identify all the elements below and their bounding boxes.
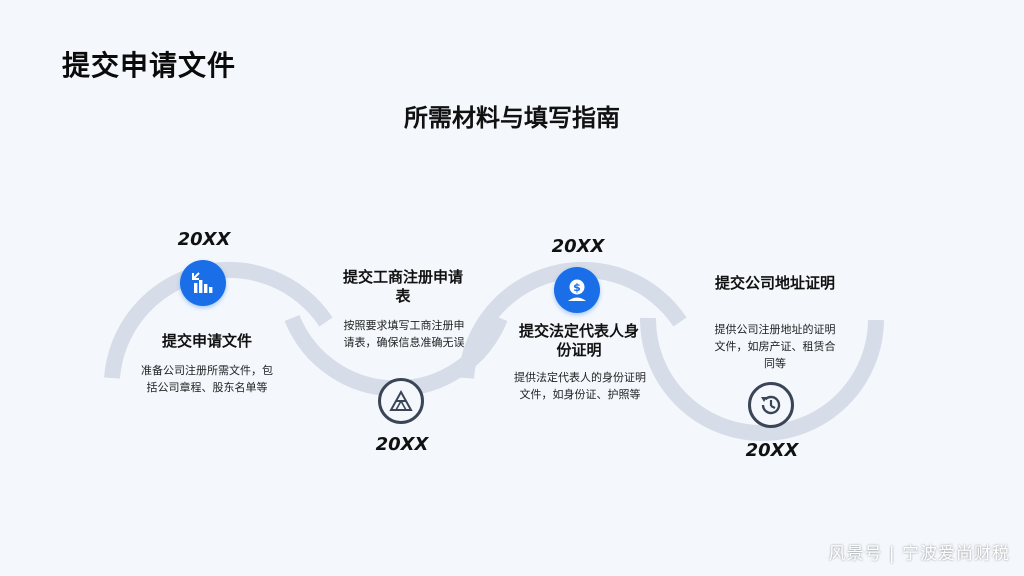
- step-4-year: 20XX: [745, 440, 799, 461]
- step-4-title: 提交公司地址证明: [714, 274, 835, 292]
- step-1-title: 提交申请文件: [161, 332, 252, 350]
- bar-chart-icon: [180, 260, 226, 306]
- step-1-year: 20XX: [177, 229, 231, 250]
- arc-4: [639, 317, 884, 441]
- step-3-year: 20XX: [551, 236, 605, 257]
- history-clock-icon: [748, 382, 794, 428]
- triangle-icon: [378, 378, 424, 424]
- step-3-description: 提供法定代表人的身份证明文件，如身份证、护照等: [514, 371, 646, 401]
- step-1-description: 准备公司注册所需文件，包括公司章程、股东名单等: [141, 364, 273, 394]
- svg-text:$: $: [573, 281, 581, 294]
- page-subtitle: 所需材料与填写指南: [404, 104, 620, 132]
- step-4-description: 提供公司注册地址的证明文件，如房产证、租赁合同等: [714, 323, 836, 370]
- arc-3: [458, 261, 687, 379]
- dollar-person-icon: $: [554, 267, 600, 313]
- step-2-year: 20XX: [375, 434, 429, 455]
- watermark: 风景号 | 宁波爱尚财税: [828, 544, 1010, 564]
- step-2-title: 提交工商注册申请表: [342, 268, 463, 305]
- step-2-description: 按照要求填写工商注册申请表，确保信息准确无误: [343, 319, 465, 349]
- page-title: 提交申请文件: [62, 49, 237, 82]
- step-3-title: 提交法定代表人身份证明: [518, 322, 639, 359]
